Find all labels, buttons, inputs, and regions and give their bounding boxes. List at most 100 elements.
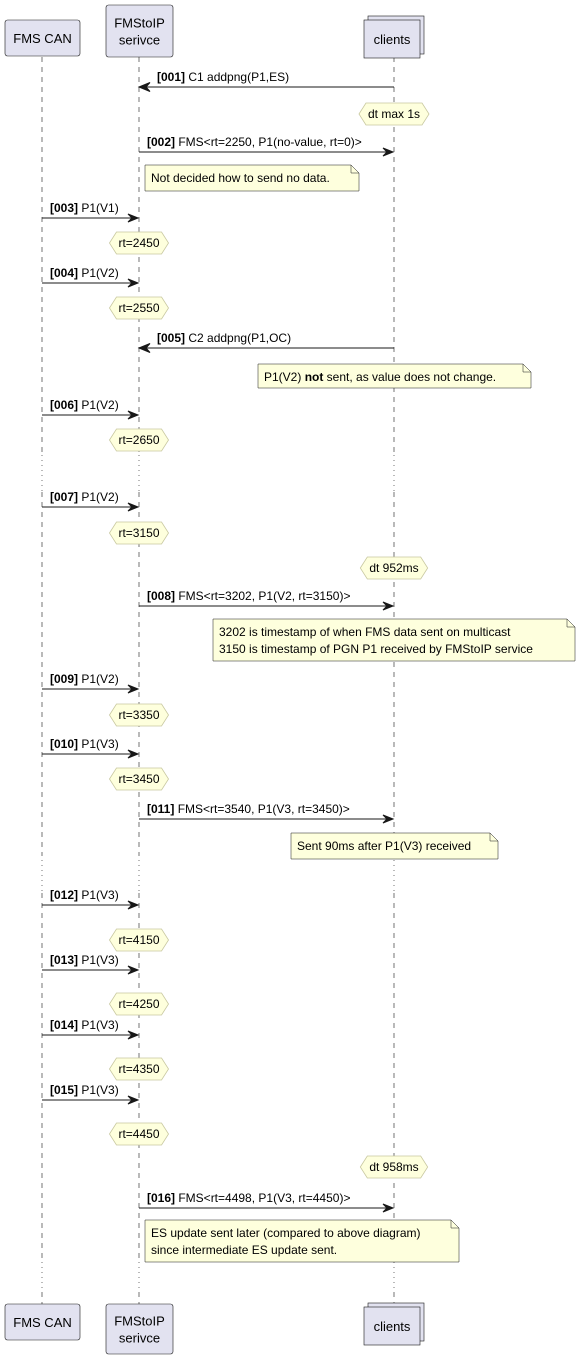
arrowhead (382, 814, 395, 824)
time-marker-label: rt=4350 (118, 1062, 159, 1076)
time-marker-8: rt=3450 (109, 767, 169, 791)
note-4: Sent 90ms after P1(V3) received (290, 832, 499, 860)
arrowhead (127, 213, 140, 223)
message-2: [002] FMS<rt=2250, P1(no-value, rt=0)> (139, 135, 395, 157)
message-7: [007] P1(V2) (42, 490, 140, 512)
note-text: ES update sent later (compared to above … (151, 1226, 420, 1240)
message-11: [011] FMS<rt=3540, P1(V3, rt=3450)> (139, 802, 395, 824)
message-1: [001] C1 addpng(P1,ES) (137, 70, 394, 92)
message-3: [003] P1(V1) (42, 201, 140, 223)
message-label: [006] P1(V2) (50, 398, 119, 412)
time-marker-label: rt=2450 (118, 236, 159, 250)
message-4: [004] P1(V2) (42, 266, 140, 288)
note-1: Not decided how to send no data. (144, 164, 360, 192)
message-12: [012] P1(V3) (42, 888, 140, 910)
arrowhead (127, 684, 140, 694)
participant-fmstoip-top: FMStoIP serivce (105, 4, 174, 58)
message-10: [010] P1(V3) (42, 737, 140, 759)
message-label: [009] P1(V2) (50, 672, 119, 686)
message-label: [012] P1(V3) (50, 888, 119, 902)
participant-fmscan-top: FMS CAN (4, 19, 81, 57)
participant-label: FMS CAN (13, 31, 72, 46)
note-text: Not decided how to send no data. (151, 171, 330, 185)
time-marker-1: dt max 1s (358, 102, 430, 126)
time-marker-6: dt 952ms (359, 556, 429, 580)
arrowhead (127, 965, 140, 975)
arrowhead (127, 278, 140, 288)
time-marker-label: rt=2550 (118, 301, 159, 315)
time-marker-5: rt=3150 (109, 521, 169, 545)
participant-fmscan-bottom: FMS CAN (4, 1303, 81, 1341)
note-3: 3202 is timestamp of when FMS data sent … (212, 618, 576, 662)
message-label: [014] P1(V3) (50, 1018, 119, 1032)
arrowhead (137, 343, 151, 353)
participant-label: FMStoIP (114, 1314, 165, 1329)
participant-clients-bottom: clients (363, 1302, 425, 1346)
arrowhead (127, 410, 140, 420)
message-8: [008] FMS<rt=3202, P1(V2, rt=3150)> (139, 589, 395, 611)
message-13: [013] P1(V3) (42, 953, 140, 975)
time-marker-label: rt=4450 (118, 1127, 159, 1141)
time-marker-7: rt=3350 (109, 703, 169, 727)
participant-label: FMStoIP (114, 16, 165, 31)
participant-label: serivce (119, 1331, 160, 1346)
message-label: [001] C1 addpng(P1,ES) (157, 70, 289, 84)
message-label: [013] P1(V3) (50, 953, 119, 967)
note-2: P1(V2) not sent, as value does not chang… (257, 363, 532, 389)
time-marker-label: rt=3350 (118, 708, 159, 722)
time-marker-2: rt=2450 (109, 231, 169, 255)
message-label: [005] C2 addpng(P1,OC) (157, 331, 291, 345)
message-label: [003] P1(V1) (50, 201, 119, 215)
message-16: [016] FMS<rt=4498, P1(V3, rt=4450)> (139, 1191, 395, 1213)
message-6: [006] P1(V2) (42, 398, 140, 420)
participant-label: clients (374, 1319, 411, 1334)
participant-clients-top: clients (363, 15, 425, 59)
note-text: 3202 is timestamp of when FMS data sent … (219, 625, 511, 639)
message-label: [002] FMS<rt=2250, P1(no-value, rt=0)> (147, 135, 362, 149)
note-text: since intermediate ES update sent. (151, 1243, 337, 1257)
time-marker-label: dt max 1s (368, 107, 420, 121)
time-marker-label: rt=2650 (118, 433, 159, 447)
arrowhead (127, 900, 140, 910)
time-marker-9: rt=4150 (109, 928, 169, 952)
message-label: [016] FMS<rt=4498, P1(V3, rt=4450)> (147, 1191, 350, 1205)
note-text: P1(V2) not sent, as value does not chang… (264, 370, 496, 384)
participant-label: clients (374, 32, 411, 47)
time-marker-11: rt=4350 (109, 1057, 169, 1081)
time-marker-label: dt 958ms (369, 1160, 418, 1174)
time-marker-label: rt=3150 (118, 526, 159, 540)
message-label: [010] P1(V3) (50, 737, 119, 751)
time-marker-label: dt 952ms (369, 561, 418, 575)
time-marker-10: rt=4250 (109, 992, 169, 1016)
time-marker-3: rt=2550 (109, 296, 169, 320)
time-marker-4: rt=2650 (109, 428, 169, 452)
message-9: [009] P1(V2) (42, 672, 140, 694)
arrowhead (127, 749, 140, 759)
message-14: [014] P1(V3) (42, 1018, 140, 1040)
arrowhead (127, 502, 140, 512)
time-marker-label: rt=4150 (118, 933, 159, 947)
arrowhead (382, 1203, 395, 1213)
arrowhead (127, 1095, 140, 1105)
note-text: Sent 90ms after P1(V3) received (297, 839, 471, 853)
arrowhead (382, 601, 395, 611)
arrowhead (137, 82, 151, 92)
time-marker-12: rt=4450 (109, 1122, 169, 1146)
message-label: [015] P1(V3) (50, 1083, 119, 1097)
time-marker-label: rt=3450 (118, 772, 159, 786)
participant-label: FMS CAN (13, 1315, 72, 1330)
note-5: ES update sent later (compared to above … (144, 1219, 460, 1263)
message-label: [007] P1(V2) (50, 490, 119, 504)
note-text: 3150 is timestamp of PGN P1 received by … (219, 642, 533, 656)
time-marker-label: rt=4250 (118, 997, 159, 1011)
arrowhead (382, 147, 395, 157)
message-15: [015] P1(V3) (42, 1083, 140, 1105)
arrowhead (127, 1030, 140, 1040)
message-label: [004] P1(V2) (50, 266, 119, 280)
time-marker-13: dt 958ms (359, 1155, 429, 1179)
participant-fmstoip-bottom: FMStoIP serivce (105, 1303, 174, 1355)
message-label: [008] FMS<rt=3202, P1(V2, rt=3150)> (147, 589, 350, 603)
participant-label: serivce (119, 33, 160, 48)
message-label: [011] FMS<rt=3540, P1(V3, rt=3450)> (147, 802, 350, 816)
